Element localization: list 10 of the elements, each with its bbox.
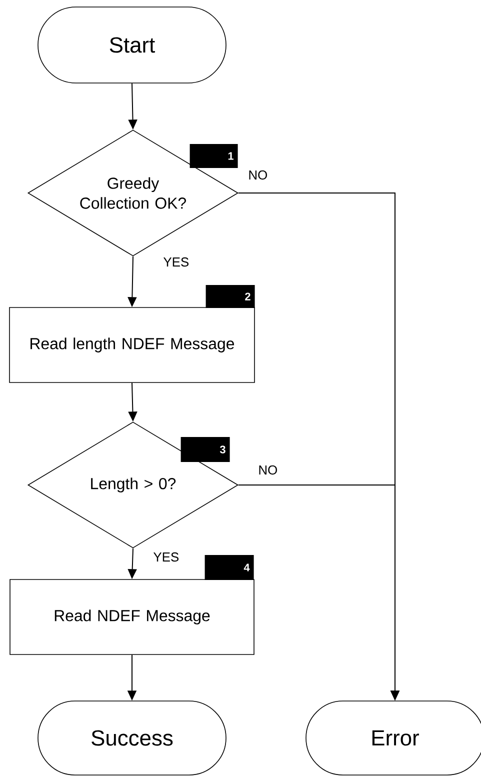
process-box: Read length NDEF Message [9,307,255,383]
callout-number: 1 [190,144,238,168]
callout-number: 4 [204,555,254,580]
callout-number: 2 [206,285,255,308]
edge-label: NO [247,169,269,181]
edge-label: NO [257,464,279,476]
callout-number: 3 [180,437,230,462]
edge-label: YES [152,551,180,563]
process-box: Read NDEF Message [10,579,254,655]
edge-label: YES [162,256,190,268]
